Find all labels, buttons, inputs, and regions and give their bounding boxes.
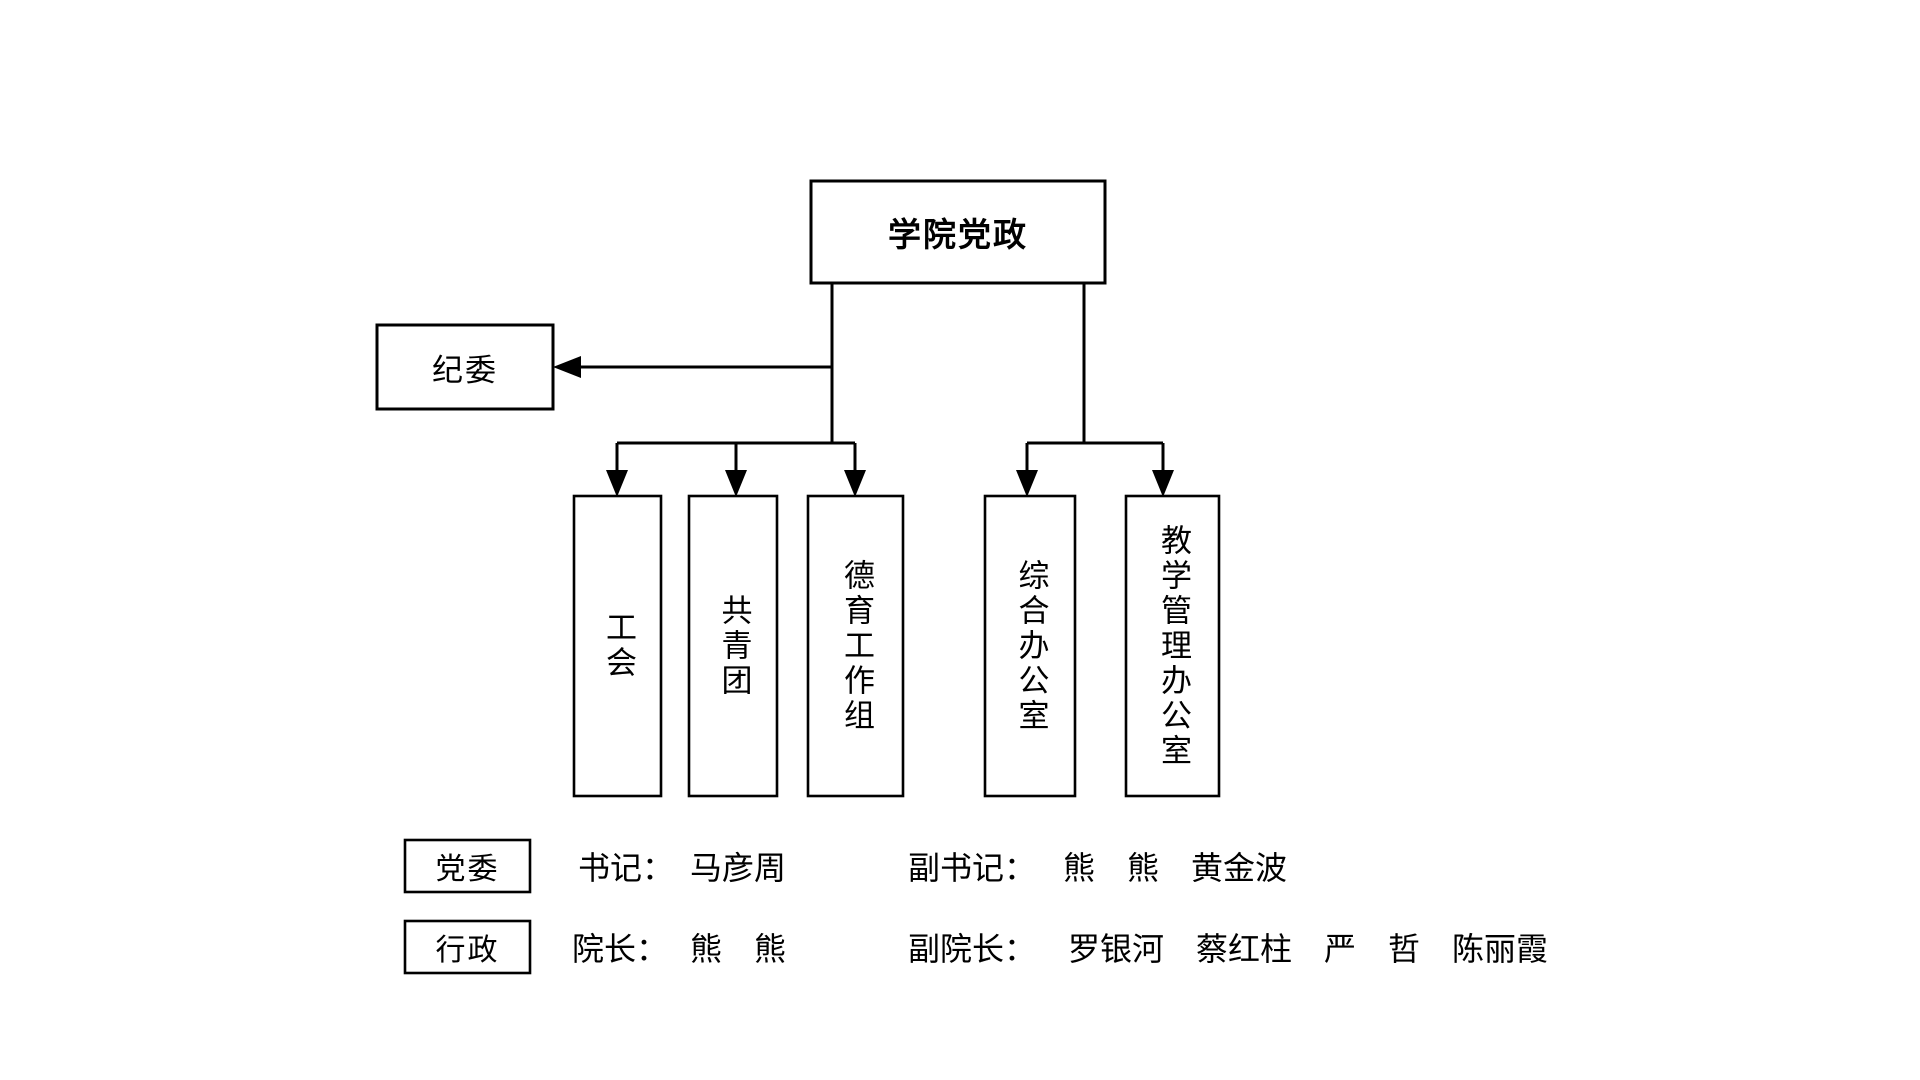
arrowhead-gongqingtuan (725, 470, 747, 497)
branch-label-zonghe-wrap: 综合办公室 (985, 496, 1075, 796)
roster-tag-label-1: 行政 (435, 933, 500, 968)
arrowhead-zonghe (1016, 470, 1038, 497)
arrowhead-jiwei (553, 356, 581, 378)
roster-primary-role-1: 院长： (572, 930, 669, 968)
branch-box-jiaoxue[interactable] (1124, 494, 1221, 798)
side-box-jiwei[interactable] (375, 323, 555, 411)
branch-label-gonghui-wrap: 工会 (574, 496, 661, 796)
roster-tag-box-0[interactable] (403, 838, 532, 894)
roster-deputy-people-1: 罗银河 蔡红柱 严 哲 陈丽霞 (1068, 930, 1549, 968)
branch-label-zonghe: 综合办公室 (1012, 558, 1049, 734)
arrowhead-deyu (844, 470, 866, 497)
arrowhead-gonghui (606, 470, 628, 497)
roster-tag-label-0: 党委 (435, 852, 500, 887)
branch-label-jiaoxue: 教学管理办公室 (1155, 523, 1191, 769)
branch-label-deyu: 德育工作组 (838, 558, 874, 734)
roster-primary-people-0: 马彦周 (690, 849, 787, 887)
root-box[interactable] (809, 179, 1107, 285)
branch-box-deyu[interactable] (806, 494, 905, 798)
branch-label-jiaoxue-wrap: 教学管理办公室 (1126, 496, 1219, 796)
roster-deputy-role-0: 副书记： (908, 849, 1037, 887)
roster-primary-people-1: 熊 熊 (690, 930, 787, 968)
arrowhead-jiaoxue (1152, 470, 1174, 497)
branch-label-gongqingtuan: 共青团 (715, 593, 752, 699)
branch-box-gonghui[interactable] (572, 494, 663, 798)
roster-deputy-people-0: 熊 熊 黄金波 (1063, 849, 1288, 887)
side-box-jiwei-label: 纪委 (432, 352, 498, 389)
root-box-label: 学院党政 (888, 215, 1028, 254)
roster-tag-box-1[interactable] (403, 919, 532, 975)
branch-box-gongqingtuan[interactable] (687, 494, 779, 798)
branch-label-gongqingtuan-wrap: 共青团 (689, 496, 777, 796)
roster-primary-role-0: 书记： (578, 849, 675, 887)
branch-label-deyu-wrap: 德育工作组 (808, 496, 903, 796)
roster-deputy-role-1: 副院长： (908, 930, 1037, 968)
branch-box-zonghe[interactable] (983, 494, 1077, 798)
branch-label-gonghui: 工会 (600, 611, 636, 681)
